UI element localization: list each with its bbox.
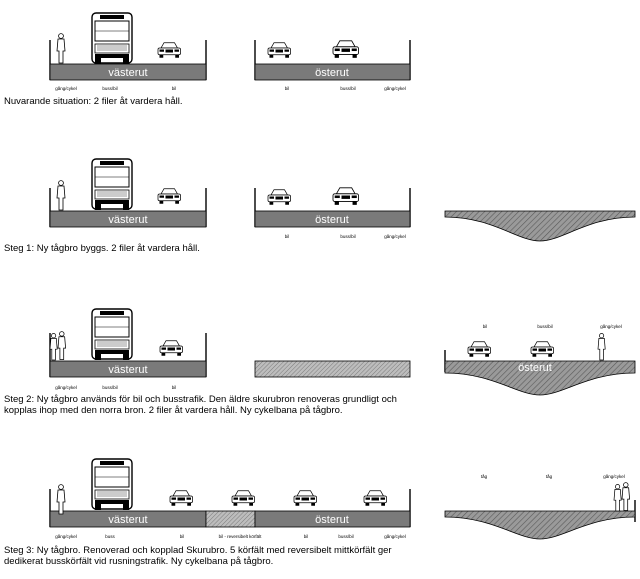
caption-current-situation: Nuvarande situation: 2 filer åt vardera … — [4, 96, 183, 107]
caption-step-3: Steg 3: Ny tågbro. Renoverad och kopplad… — [4, 545, 474, 567]
new-train-bridge-deck — [444, 510, 636, 540]
new-train-bridge-deck — [444, 210, 636, 242]
car-icon — [267, 189, 291, 206]
lane-label-bus-car: buss/bil — [340, 234, 355, 239]
car-icon — [332, 187, 359, 206]
lane-label-car: bil — [172, 385, 177, 390]
lane-label-bus-car: buss/bil — [340, 86, 355, 91]
caption-step-2-line-2: kopplas ihop med den norra bron. 2 filer… — [4, 405, 343, 416]
pedestrian-icon — [56, 33, 66, 64]
deck-label-eastbound: österut — [518, 362, 552, 374]
lane-label-train: tåg — [481, 473, 488, 479]
lane-label-walk-cycle: gång/cykel — [55, 533, 77, 539]
car-icon — [169, 490, 193, 507]
renovation-deck — [254, 360, 411, 378]
deck-eastbound — [254, 210, 411, 228]
pedestrian-icon — [56, 484, 66, 515]
lane-label-walk-cycle: gång/cykel — [603, 473, 625, 479]
caption-step-3-line-1: Steg 3: Ny tågbro. Renoverad och kopplad… — [4, 545, 392, 556]
lane-label-walk-cycle: gång/cykel — [55, 384, 77, 390]
car-icon — [157, 188, 181, 205]
lane-label-reversible: bil - reversibelt körfält — [219, 534, 263, 539]
car-icon — [157, 42, 181, 59]
lane-label-bus-car: buss/bil — [338, 534, 353, 539]
deck-eastbound — [254, 510, 411, 528]
bus-icon — [91, 12, 133, 65]
car-icon — [159, 340, 183, 357]
reversible-lane-deck — [205, 510, 256, 528]
lane-label-car: bil — [304, 534, 309, 539]
caption-step-2: Steg 2: Ny tågbro används för bil och bu… — [4, 394, 474, 416]
deck-label-eastbound: österut — [315, 67, 349, 79]
bus-icon — [91, 308, 133, 361]
deck-westbound — [49, 210, 207, 228]
caption-step-1: Steg 1: Ny tågbro byggs. 2 filer åt vard… — [4, 243, 200, 254]
pedestrian-icon — [613, 484, 622, 512]
lane-label-car: bil — [483, 324, 488, 329]
car-icon — [267, 42, 291, 59]
deck-label-eastbound: österut — [315, 214, 349, 226]
deck-label-westbound: västerut — [108, 514, 147, 526]
lane-label-car: bil — [285, 86, 290, 91]
car-icon — [293, 490, 317, 507]
lane-label-car: bil — [285, 234, 290, 239]
lane-label-walk-cycle: gång/cykel — [384, 233, 406, 239]
lane-label-bus-car: buss/bil — [102, 385, 117, 390]
lane-label-bus: buss — [105, 534, 115, 539]
caption-step-3-line-2: dedikerat busskörfält vid rusningstrafik… — [4, 556, 274, 567]
pedestrian-icon — [56, 180, 66, 211]
caption-step-2-line-1: Steg 2: Ny tågbro används för bil och bu… — [4, 394, 397, 405]
lane-label-car: bil — [172, 86, 177, 91]
car-icon — [332, 40, 359, 59]
car-icon — [530, 341, 554, 358]
deck-label-westbound: västerut — [108, 214, 147, 226]
bus-icon — [91, 458, 133, 511]
car-icon — [363, 490, 387, 507]
lane-label-walk-cycle: gång/cykel — [384, 533, 406, 539]
lane-label-walk-cycle: gång/cykel — [55, 85, 77, 91]
car-icon — [467, 341, 491, 358]
pedestrian-icon — [621, 482, 630, 511]
bus-icon — [91, 158, 133, 211]
lane-label-bus-car: buss/bil — [537, 324, 552, 329]
car-icon — [231, 490, 255, 507]
deck-westbound — [49, 360, 207, 378]
deck-eastbound — [254, 63, 411, 81]
pedestrian-icon — [57, 331, 66, 360]
new-bridge-deck — [444, 360, 636, 396]
pedestrian-icon — [49, 333, 58, 361]
deck-label-westbound: västerut — [108, 67, 147, 79]
lane-label-bus-car: buss/bil — [102, 86, 117, 91]
deck-label-eastbound: österut — [315, 514, 349, 526]
lane-label-train: tåg — [546, 473, 553, 479]
deck-label-westbound: västerut — [108, 364, 147, 376]
pedestrian-icon — [597, 333, 606, 361]
lane-label-walk-cycle: gång/cykel — [384, 85, 406, 91]
lane-label-car: bil — [180, 534, 185, 539]
lane-label-walk-cycle: gång/cykel — [600, 323, 622, 329]
